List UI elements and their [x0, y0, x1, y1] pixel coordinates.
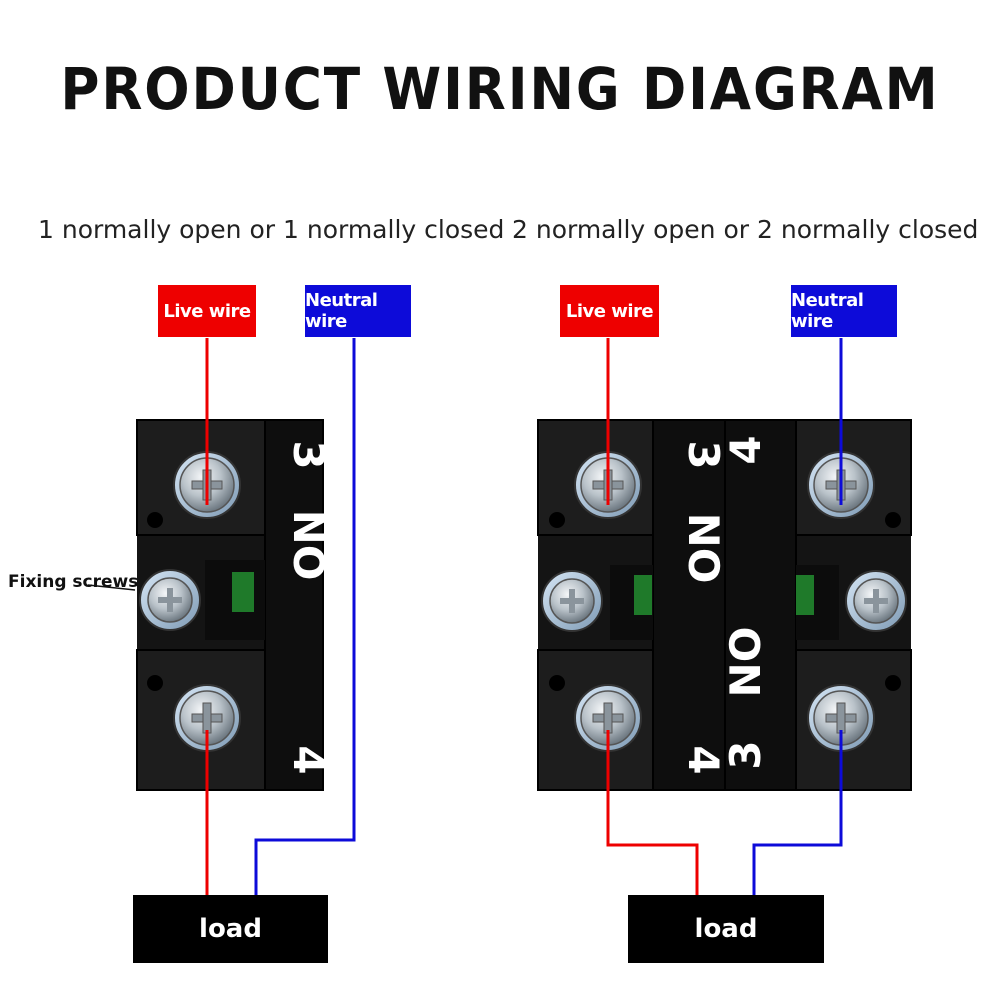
left-load-box: load [133, 895, 328, 963]
right-live-wire-bottom [606, 730, 699, 895]
right-contact-label-left: NO [679, 513, 728, 584]
right-terminal-label-left-top: 3 [679, 440, 728, 469]
left-contact-label: NO [284, 510, 333, 581]
fixing-screws-label: Fixing screws [8, 572, 139, 592]
right-fixing-screw-right [845, 570, 907, 632]
page-title: PRODUCT WIRING DIAGRAM [60, 55, 940, 123]
right-subtitle: 2 normally open or 2 normally closed [512, 215, 979, 244]
right-load-box: load [628, 895, 824, 963]
right-live-wire-tag: Live wire [560, 285, 659, 337]
right-neutral-wire-tag: Neutral wire [791, 285, 897, 337]
right-fixing-screw-left [541, 570, 603, 632]
fixing-screws-leader [87, 584, 136, 591]
right-contact-label-right: NO [721, 627, 770, 698]
left-live-wire-tag: Live wire [158, 285, 256, 337]
right-neutral-wire-bottom [752, 730, 843, 895]
left-terminal-label-top: 3 [284, 440, 333, 469]
left-terminal-label-bottom: 4 [284, 745, 333, 774]
left-neutral-wire-tag: Neutral wire [305, 285, 411, 337]
left-neutral-wire [254, 338, 356, 895]
left-subtitle: 1 normally open or 1 normally closed [38, 215, 505, 244]
right-terminal-label-right-bottom: 3 [721, 740, 770, 769]
right-terminal-label-right-top: 4 [721, 435, 770, 464]
left-fixing-screw [139, 569, 201, 631]
right-terminal-label-left-bottom: 4 [679, 745, 728, 774]
